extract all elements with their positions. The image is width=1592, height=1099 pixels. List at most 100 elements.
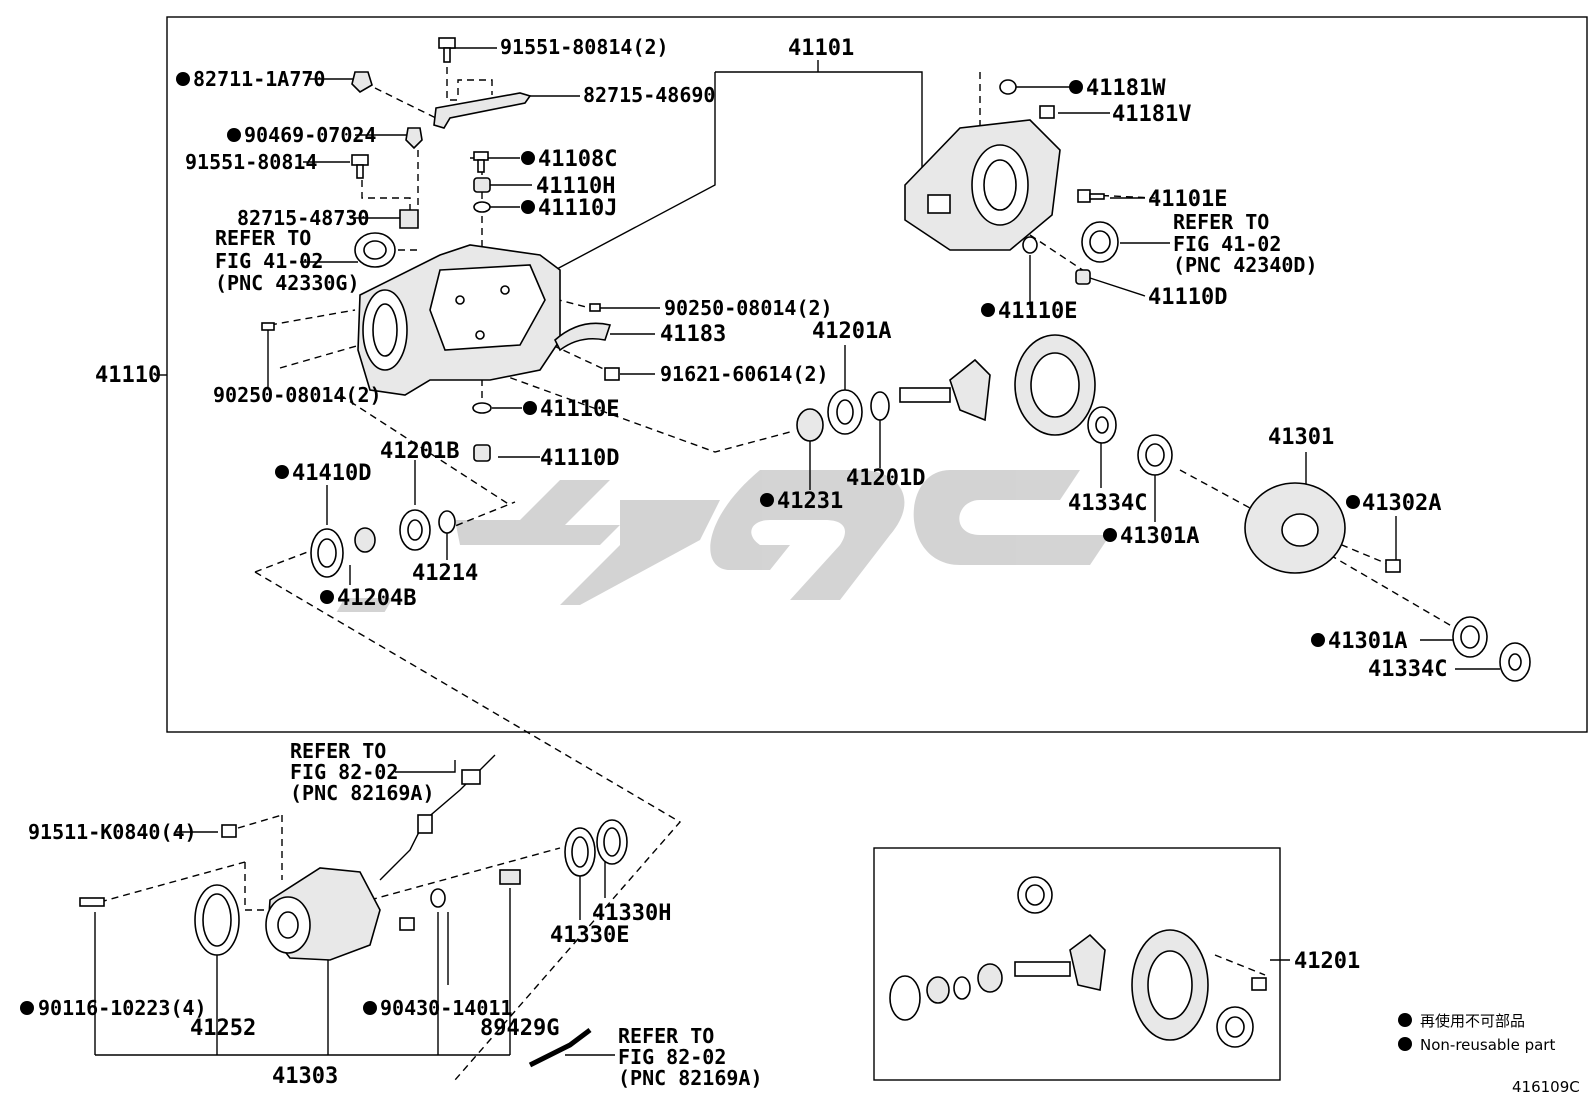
part-labels: 41101 41110 91551-80814(2) 82711-1A770 8… bbox=[28, 35, 1447, 1090]
label-refer2-line3: (PNC 42340D) bbox=[1173, 253, 1318, 277]
label-41204b: 41204B bbox=[337, 586, 416, 611]
label-41110e-right: 41110E bbox=[998, 299, 1077, 324]
label-41301: 41301 bbox=[1268, 425, 1334, 450]
label-41201d: 41201D bbox=[846, 466, 925, 491]
bolt-91551-2-icon bbox=[438, 37, 456, 63]
label-41302a: 41302A bbox=[1362, 491, 1441, 516]
label-41301a-b: 41301A bbox=[1328, 629, 1407, 654]
clip-90469-icon bbox=[405, 127, 423, 150]
kit-shim-icon bbox=[953, 976, 971, 1000]
label-41334c-a: 41334C bbox=[1068, 491, 1147, 516]
label-refer2-line1: REFER TO bbox=[1173, 210, 1269, 234]
label-91551-80814-2: 91551-80814(2) bbox=[500, 35, 669, 59]
label-90430-14011: 90430-14011 bbox=[380, 996, 512, 1020]
plate-41183-icon bbox=[554, 322, 612, 352]
label-refer3-line1: REFER TO bbox=[290, 739, 386, 763]
pin-90250-left-icon bbox=[261, 322, 275, 331]
switch-89429g-icon bbox=[499, 869, 521, 885]
bearing-41301a-b-icon bbox=[1452, 616, 1488, 658]
label-41108c: 41108C bbox=[538, 147, 617, 172]
bearing-41301a-a-icon bbox=[1137, 434, 1173, 476]
plug-41110d-right-icon bbox=[1075, 269, 1091, 285]
pin-90250-right-icon bbox=[589, 303, 601, 312]
label-90469-07024: 90469-07024 bbox=[244, 123, 376, 147]
bracket-82715-48730-icon bbox=[399, 209, 419, 229]
seal-41330h-icon bbox=[596, 819, 628, 865]
seal-41410d-icon bbox=[310, 528, 344, 578]
label-91621-60614-2: 91621-60614(2) bbox=[660, 362, 829, 386]
label-refer4-line2: FIG 82-02 bbox=[618, 1045, 726, 1069]
kit-bearing-1-icon bbox=[889, 975, 921, 1021]
label-41110: 41110 bbox=[95, 363, 161, 388]
label-90250-08014-2-right: 90250-08014(2) bbox=[664, 296, 833, 320]
label-41201: 41201 bbox=[1294, 949, 1360, 974]
plug-41108c-icon bbox=[473, 151, 489, 173]
bearing-41231-icon bbox=[796, 408, 824, 442]
label-41110h: 41110H bbox=[536, 174, 615, 199]
plug-41110d-icon bbox=[473, 444, 491, 462]
actuator-41303-icon bbox=[265, 754, 496, 961]
shim-41214-icon bbox=[438, 510, 456, 534]
clip-82711-icon bbox=[351, 71, 373, 94]
label-41110e: 41110E bbox=[540, 397, 619, 422]
plug-41110h-icon bbox=[473, 177, 491, 193]
gasket-41110e-right-icon bbox=[1022, 236, 1038, 254]
label-82711-1a770: 82711-1A770 bbox=[193, 67, 325, 91]
label-41183: 41183 bbox=[660, 322, 726, 347]
label-82715-48730: 82715-48730 bbox=[237, 206, 369, 230]
kit-bearing-2-icon bbox=[926, 976, 950, 1004]
ring-gear-icon bbox=[1014, 334, 1096, 436]
kit-bolt-icon bbox=[1251, 977, 1267, 991]
kit-ring-gear-icon bbox=[1131, 929, 1209, 1041]
harness-82169a-icon bbox=[528, 1028, 592, 1068]
label-91511-k0840-4: 91511-K0840(4) bbox=[28, 820, 197, 844]
carrier-housing-icon bbox=[357, 244, 561, 396]
legend-en: Non-reusable part bbox=[1420, 1036, 1555, 1054]
seal-41330e-icon bbox=[564, 827, 596, 877]
label-41214: 41214 bbox=[412, 561, 478, 586]
label-41410d: 41410D bbox=[292, 461, 371, 486]
label-91551-80814: 91551-80814 bbox=[185, 150, 317, 174]
figure-code: 416109C bbox=[1512, 1078, 1580, 1096]
label-41303: 41303 bbox=[272, 1064, 338, 1089]
gasket-41110e-icon bbox=[472, 402, 492, 414]
part-shapes bbox=[79, 37, 1531, 1068]
label-refer4-line3: (PNC 82169A) bbox=[618, 1066, 763, 1090]
legend: 再使用不可部品 Non-reusable part bbox=[1420, 1012, 1555, 1054]
shim-41201d-icon bbox=[870, 391, 890, 421]
label-90116-10223-4: 90116-10223(4) bbox=[38, 996, 207, 1020]
label-41101: 41101 bbox=[788, 36, 854, 61]
label-41334c-b: 41334C bbox=[1368, 657, 1447, 682]
label-refer2-line2: FIG 41-02 bbox=[1173, 232, 1281, 256]
label-41110d-right: 41110D bbox=[1148, 285, 1227, 310]
label-refer1-line1: REFER TO bbox=[215, 226, 311, 250]
bolt-91511-icon bbox=[221, 824, 237, 838]
rear-cover-icon bbox=[904, 119, 1061, 251]
label-82715-48690: 82715-48690 bbox=[583, 83, 715, 107]
label-41330e: 41330E bbox=[550, 923, 629, 948]
bearing-41201a-icon bbox=[827, 389, 863, 435]
kit-41201-frame bbox=[873, 847, 1281, 1081]
label-90250-08014-2-left: 90250-08014(2) bbox=[213, 383, 382, 407]
label-41201a: 41201A bbox=[812, 319, 891, 344]
label-89429g: 89429G bbox=[480, 1016, 559, 1041]
seal-41252-icon bbox=[194, 884, 240, 956]
bolt-41181v-icon bbox=[1039, 105, 1055, 119]
oil-seal-42340d-icon bbox=[1081, 221, 1119, 263]
label-41301a-a: 41301A bbox=[1120, 524, 1199, 549]
leader-lines bbox=[94, 47, 1500, 1081]
label-41181v: 41181V bbox=[1112, 102, 1191, 127]
watermark-logo bbox=[336, 470, 1110, 612]
pinion-gear-icon bbox=[899, 358, 991, 422]
gasket-41181w-icon bbox=[999, 79, 1017, 95]
kit-seal-icon bbox=[1017, 876, 1053, 914]
washer-41334c-a-icon bbox=[1087, 406, 1117, 444]
bearing-41201b-icon bbox=[399, 509, 431, 551]
bolt-91551-icon bbox=[351, 154, 369, 179]
non-reusable-markers bbox=[20, 72, 1412, 1051]
bolt-41302a-icon bbox=[1385, 559, 1401, 573]
bolt-41101e-icon bbox=[1077, 189, 1105, 203]
label-refer3-line3: (PNC 82169A) bbox=[290, 781, 435, 805]
